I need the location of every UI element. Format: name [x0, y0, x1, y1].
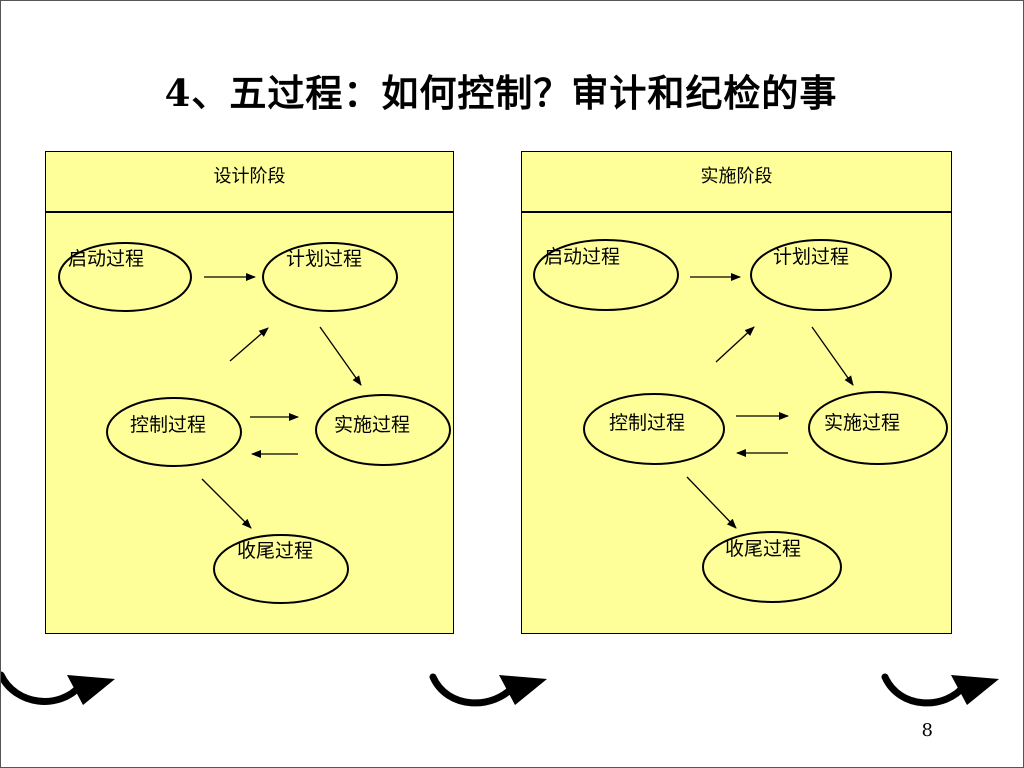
node-plan-label: 计划过程	[286, 248, 363, 270]
node-execute-ellipse	[808, 391, 948, 465]
node-close-label: 收尾过程	[237, 540, 314, 562]
arrow-control-to-close	[201, 478, 252, 529]
panel-header-label: 设计阶段	[213, 166, 286, 187]
node-plan-label: 计划过程	[773, 246, 850, 268]
node-execute-label: 实施过程	[334, 414, 411, 436]
process-diagram	[58, 242, 451, 604]
node-control-label: 控制过程	[609, 412, 686, 434]
node-control-ellipse	[106, 397, 242, 467]
node-control-ellipse	[583, 393, 725, 465]
node-plan-ellipse	[262, 242, 398, 312]
panel-header: 设计阶段	[46, 152, 453, 213]
node-plan-ellipse	[750, 239, 892, 311]
slide-title: 4、五过程：如何控制？审计和纪检的事	[164, 71, 838, 115]
panel-header-label: 实施阶段	[700, 166, 773, 187]
arrow-plan-to-execute	[811, 326, 854, 386]
node-execute-ellipse	[315, 394, 451, 466]
panel-design-phase: 设计阶段 启动过程 计划过程 控制过程 实施过程 收尾过程	[45, 151, 454, 634]
panel-implementation-phase: 实施阶段 启动过程 计划过程 控制过程 实施过程 收尾过程	[521, 151, 952, 634]
node-close-ellipse	[702, 531, 842, 603]
arrow-control-to-plan	[229, 327, 269, 362]
panel-header: 实施阶段	[522, 152, 951, 213]
node-start-ellipse	[58, 242, 192, 312]
arrow-control-to-plan	[715, 326, 755, 363]
process-diagram	[533, 239, 948, 603]
arrow-plan-to-execute	[319, 326, 362, 386]
node-close-label: 收尾过程	[725, 538, 802, 560]
node-control-label: 控制过程	[130, 414, 207, 436]
node-start-label: 启动过程	[544, 246, 621, 268]
bottom-arrow-row	[1, 671, 999, 707]
curved-arrow-icon	[1, 671, 115, 705]
node-execute-label: 实施过程	[824, 412, 901, 434]
arrow-control-to-close	[686, 476, 737, 529]
page-number: 8	[921, 720, 933, 741]
node-start-ellipse	[533, 239, 679, 311]
curved-arrow-icon	[881, 673, 999, 707]
node-start-label: 启动过程	[68, 248, 145, 270]
curved-arrow-icon	[429, 673, 547, 707]
node-close-ellipse	[213, 534, 349, 604]
